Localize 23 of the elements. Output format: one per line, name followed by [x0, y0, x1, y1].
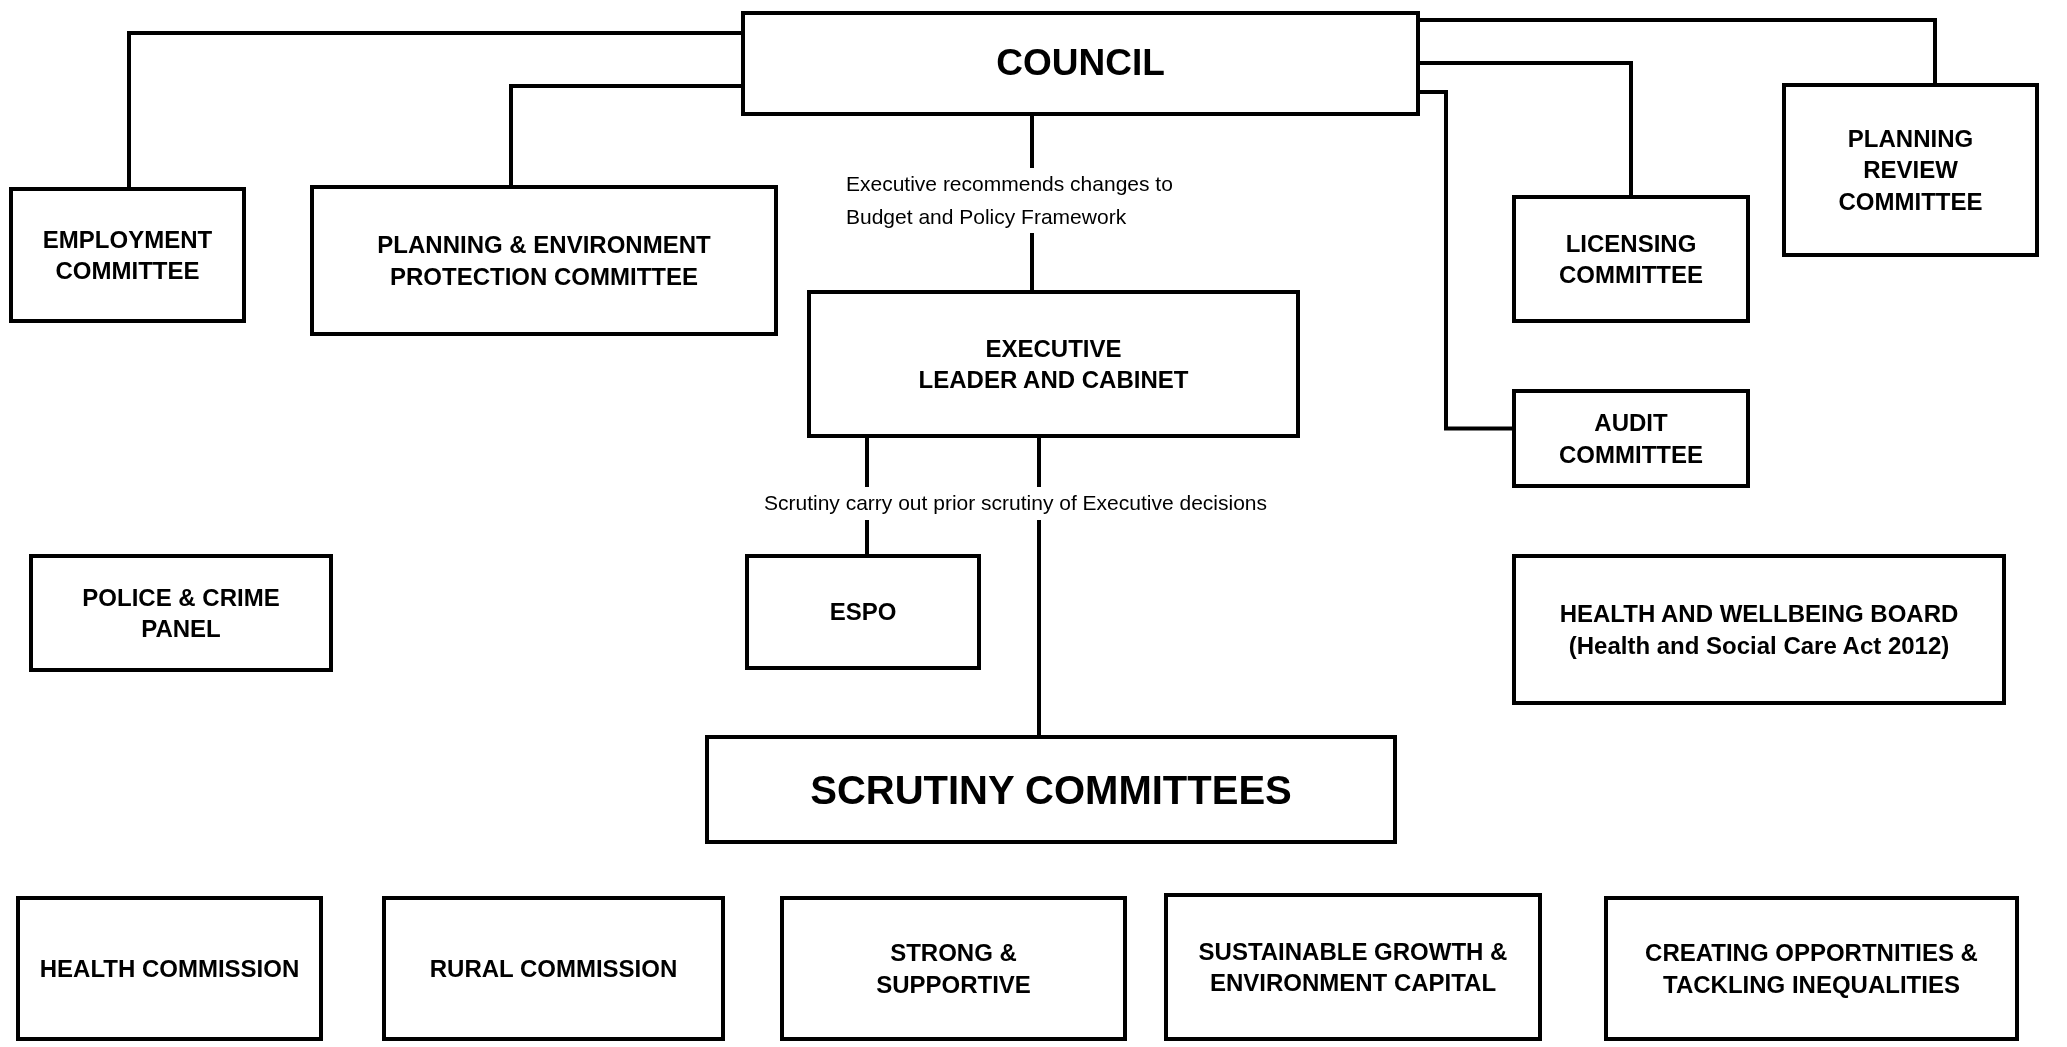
committee-box: AUDIT COMMITTEE	[1512, 389, 1750, 488]
committee-box: STRONG & SUPPORTIVE	[780, 896, 1127, 1041]
connector-line	[1420, 90, 1512, 431]
committee-box: COUNCIL	[741, 11, 1420, 116]
committee-box: LICENSING COMMITTEE	[1512, 195, 1750, 323]
committee-box: CREATING OPPORTNITIES & TACKLING INEQUALITIES	[1604, 896, 2019, 1041]
committee-box: SUSTAINABLE GROWTH & ENVIRONMENT CAPITAL	[1164, 893, 1542, 1041]
committee-box: PLANNING & ENVIRONMENT PROTECTION COMMITTEE	[310, 185, 778, 336]
committee-box: POLICE & CRIME PANEL	[29, 554, 333, 672]
committee-box: EMPLOYMENT COMMITTEE	[9, 187, 246, 323]
committee-box: EXECUTIVE LEADER AND CABINET	[807, 290, 1300, 438]
connector-line	[509, 84, 741, 185]
connector-line	[1037, 438, 1041, 735]
committee-box: PLANNING REVIEW COMMITTEE	[1782, 83, 2039, 257]
connector-line	[127, 31, 741, 187]
committee-box: ESPO	[745, 554, 981, 670]
connector-line	[1420, 18, 1937, 83]
committee-box: HEALTH AND WELLBEING BOARD (Health and Social Care Act 2012)	[1512, 554, 2006, 705]
connector-line	[1420, 61, 1633, 195]
committee-box: HEALTH COMMISSION	[16, 896, 323, 1041]
committee-box: RURAL COMMISSION	[382, 896, 725, 1041]
heading-box: SCRUTINY COMMITTEES	[705, 735, 1397, 844]
edge-label: Scrutiny carry out prior scrutiny of Executive decisions	[764, 487, 1268, 520]
